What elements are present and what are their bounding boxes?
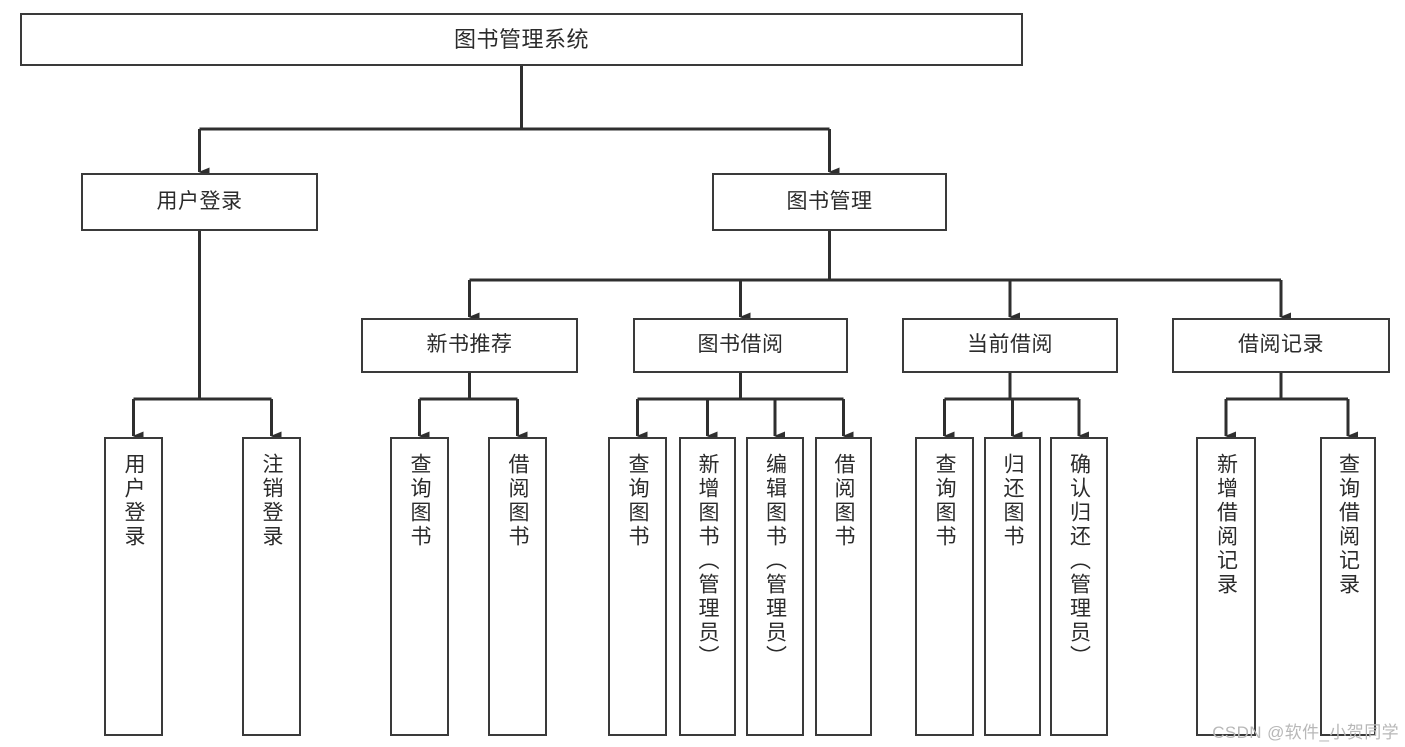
node-leaf-query-borrow-record-label: 查询借阅记录 xyxy=(1336,453,1360,597)
watermark-text: CSDN @软件_小贺同学 xyxy=(1212,723,1399,742)
node-root[interactable]: 图书管理系统 xyxy=(20,13,1023,66)
node-current-borrow-label: 当前借阅 xyxy=(967,333,1053,357)
node-leaf-borrow-book[interactable]: 借阅图书 xyxy=(815,437,872,736)
node-leaf-query-book-rec-label: 查询图书 xyxy=(408,453,432,549)
node-leaf-return-book[interactable]: 归还图书 xyxy=(984,437,1041,736)
node-leaf-user-login-label: 用户登录 xyxy=(122,453,146,549)
node-leaf-confirm-return[interactable]: 确认归还（管理员） xyxy=(1050,437,1108,736)
node-book-manage-label: 图书管理 xyxy=(786,189,873,213)
node-book-borrow[interactable]: 图书借阅 xyxy=(633,318,848,373)
node-leaf-add-book[interactable]: 新增图书（管理员） xyxy=(679,437,736,736)
node-leaf-return-book-label: 归还图书 xyxy=(1001,453,1025,549)
node-root-label: 图书管理系统 xyxy=(453,26,589,52)
node-leaf-query-book-borrow-label: 查询图书 xyxy=(626,453,650,549)
node-leaf-query-book-rec[interactable]: 查询图书 xyxy=(390,437,449,736)
node-borrow-record-label: 借阅记录 xyxy=(1238,333,1324,357)
node-leaf-query-borrow-record[interactable]: 查询借阅记录 xyxy=(1320,437,1376,736)
node-borrow-record[interactable]: 借阅记录 xyxy=(1172,318,1390,373)
node-current-borrow[interactable]: 当前借阅 xyxy=(902,318,1118,373)
node-leaf-add-borrow-record[interactable]: 新增借阅记录 xyxy=(1196,437,1256,736)
node-leaf-query-book-borrow[interactable]: 查询图书 xyxy=(608,437,667,736)
node-leaf-logout[interactable]: 注销登录 xyxy=(242,437,301,736)
node-leaf-borrow-book-rec-label: 借阅图书 xyxy=(506,453,530,549)
node-leaf-edit-book-label: 编辑图书（管理员） xyxy=(763,453,787,669)
node-leaf-add-book-label: 新增图书（管理员） xyxy=(696,453,720,669)
node-leaf-user-login[interactable]: 用户登录 xyxy=(104,437,163,736)
node-leaf-borrow-book-rec[interactable]: 借阅图书 xyxy=(488,437,547,736)
node-book-borrow-label: 图书借阅 xyxy=(697,333,784,357)
node-leaf-query-book-cur-label: 查询图书 xyxy=(933,453,957,549)
node-leaf-add-borrow-record-label: 新增借阅记录 xyxy=(1214,453,1238,597)
node-leaf-confirm-return-label: 确认归还（管理员） xyxy=(1067,453,1091,669)
node-leaf-edit-book[interactable]: 编辑图书（管理员） xyxy=(746,437,804,736)
node-user-login[interactable]: 用户登录 xyxy=(81,173,318,231)
node-new-book-rec[interactable]: 新书推荐 xyxy=(361,318,578,373)
node-user-login-label: 用户登录 xyxy=(156,189,243,213)
node-leaf-logout-label: 注销登录 xyxy=(260,453,284,549)
node-new-book-rec-label: 新书推荐 xyxy=(426,333,513,357)
node-leaf-query-book-cur[interactable]: 查询图书 xyxy=(915,437,974,736)
node-leaf-borrow-book-label: 借阅图书 xyxy=(832,453,856,549)
node-book-manage[interactable]: 图书管理 xyxy=(712,173,947,231)
